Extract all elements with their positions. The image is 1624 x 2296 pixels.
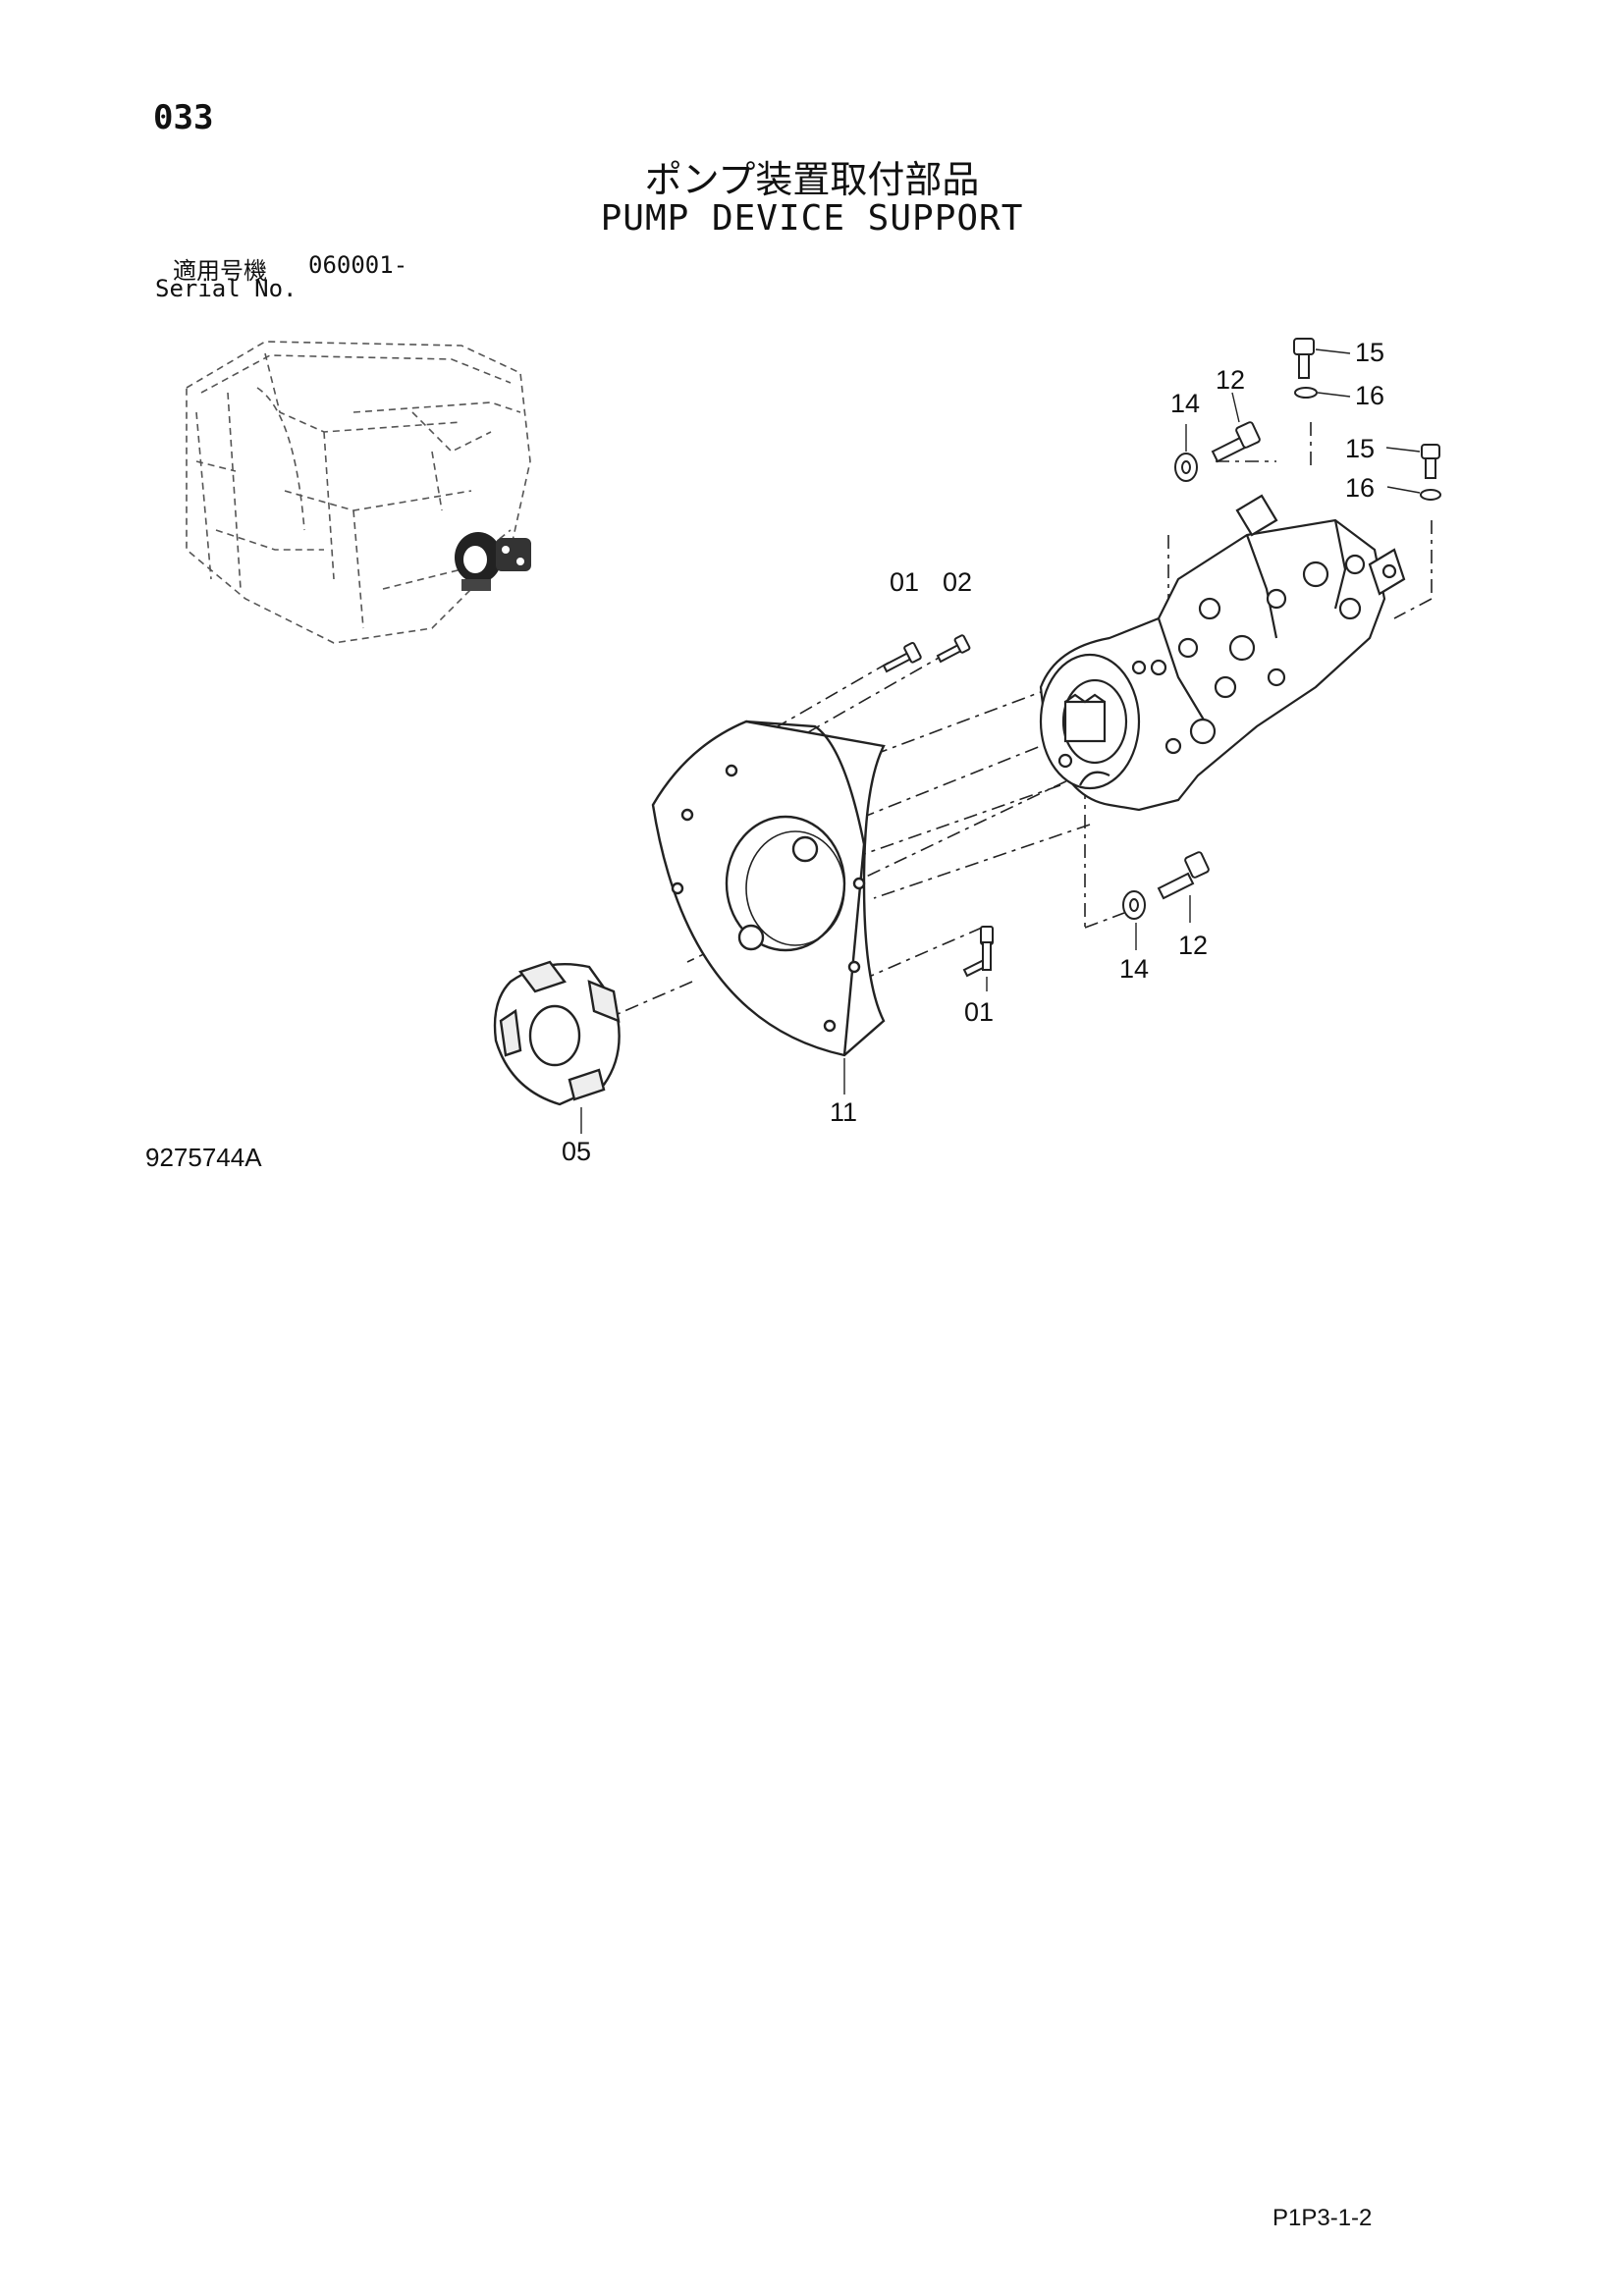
callout-14-top: 14: [1170, 389, 1200, 418]
serial-value: 060001-: [308, 251, 408, 279]
flywheel-housing-plate: [651, 720, 886, 1057]
callout-14-lower: 14: [1119, 954, 1149, 984]
serial-label-en: Serial No.: [155, 275, 298, 302]
callout-16-top: 16: [1355, 381, 1384, 410]
bolt-02-icon: [936, 634, 971, 664]
callout-15-right: 15: [1345, 434, 1375, 463]
page-reference: P1P3-1-2: [1272, 2205, 1373, 2231]
bolt-15-top-icon: [1293, 338, 1315, 379]
callout-leaders: [580, 348, 1421, 1134]
washer-14-lower-icon: [1122, 890, 1146, 920]
page-title-jp: ポンプ装置取付部品: [644, 158, 980, 201]
bolt-12-top-icon: [1211, 421, 1261, 463]
bolt-15-right-icon: [1421, 444, 1440, 479]
locator-pump-highlight-icon: [455, 532, 531, 591]
callout-01-lower: 01: [964, 997, 994, 1027]
page-title-en: PUMP DEVICE SUPPORT: [600, 198, 1024, 239]
callout-16-right: 16: [1345, 473, 1375, 503]
bolt-12-lower-icon: [1157, 851, 1210, 900]
callout-12-top: 12: [1216, 365, 1245, 395]
bolt-01-lower-icon: [962, 926, 994, 978]
diagram-code: 9275744A: [145, 1143, 262, 1172]
callout-12-lower: 12: [1178, 931, 1208, 960]
page-number: 033: [153, 98, 214, 137]
serial-label-jp: 適用号機: [173, 257, 267, 285]
washer-14-top-icon: [1174, 453, 1198, 482]
callout-15-top: 15: [1355, 338, 1384, 367]
callout-02: 02: [943, 567, 972, 597]
washer-16-top-icon: [1294, 387, 1318, 399]
coupling-part: [493, 960, 621, 1106]
callout-01-top: 01: [890, 567, 919, 597]
callout-11: 11: [830, 1097, 857, 1127]
bolt-01-top-icon: [882, 641, 922, 673]
excavator-locator-thumbnail: [186, 341, 531, 644]
washer-16-right-icon: [1420, 489, 1441, 501]
callout-05: 05: [562, 1137, 591, 1166]
hydraulic-pump-assembly: [1039, 494, 1406, 812]
